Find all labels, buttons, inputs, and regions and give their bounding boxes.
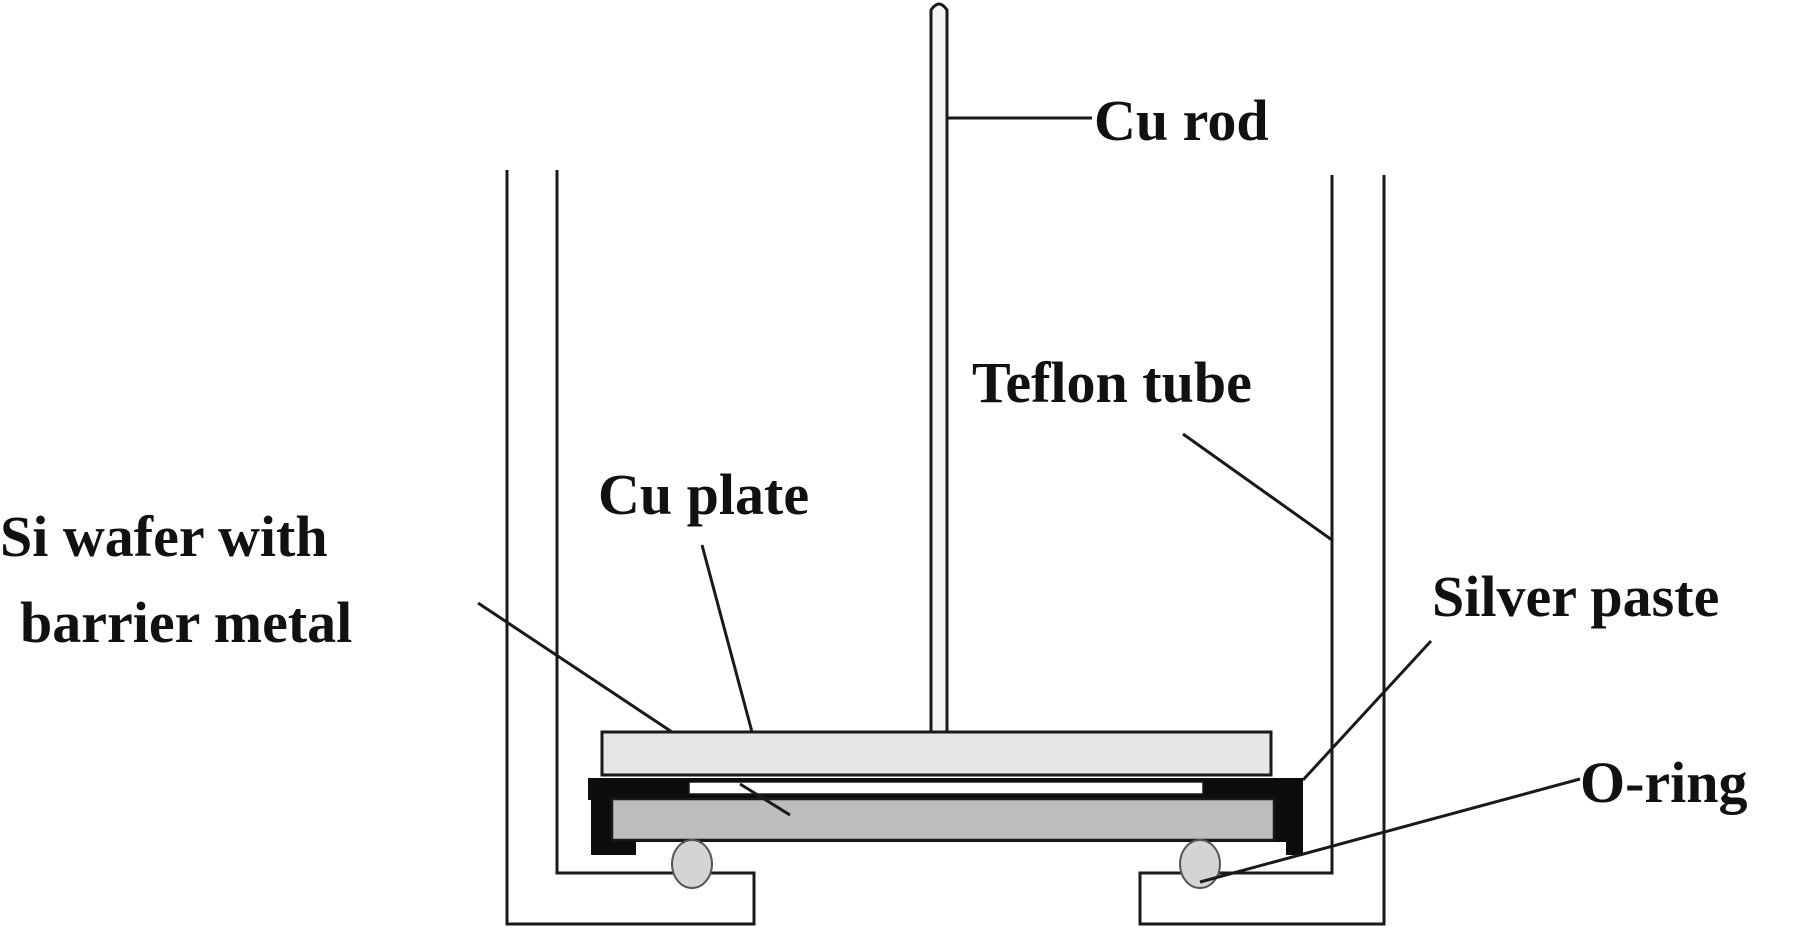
gap <box>688 781 1204 795</box>
teflon-tube <box>505 170 1386 926</box>
label-cu-rod: Cu rod <box>1094 88 1269 153</box>
label-si-wafer-2: barrier metal <box>20 590 352 655</box>
label-cu-plate: Cu plate <box>598 462 809 527</box>
leader-lines <box>477 116 1581 884</box>
si-wafer <box>610 797 1276 842</box>
label-teflon-tube: Teflon tube <box>972 350 1252 415</box>
label-o-ring: O-ring <box>1580 750 1748 815</box>
label-silver-paste: Silver paste <box>1432 564 1719 629</box>
label-si-wafer-1: Si wafer with <box>0 504 328 569</box>
cu-rod <box>929 2 949 732</box>
o-ring-left <box>671 839 713 889</box>
o-ring-right <box>1179 839 1221 889</box>
cu-plate <box>600 730 1273 777</box>
